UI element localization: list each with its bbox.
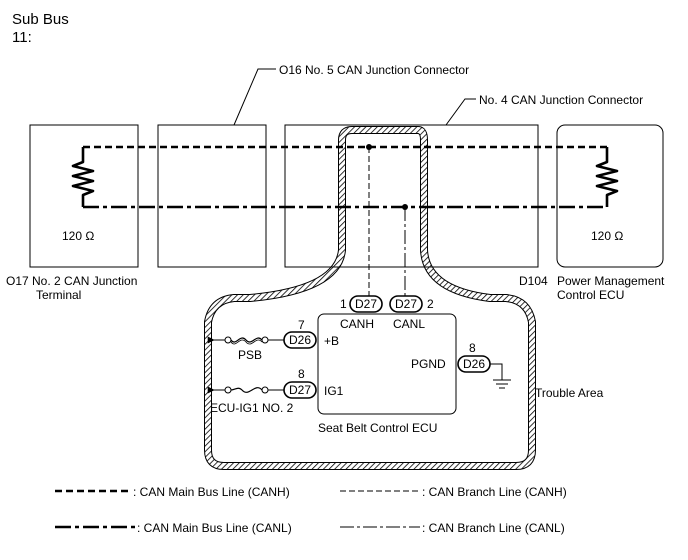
pgnd-connector-code: D26: [463, 357, 485, 371]
ecu-name: Seat Belt Control ECU: [318, 421, 437, 435]
canl-pin-label: CANL: [393, 317, 425, 331]
heading-line1: Sub Bus: [12, 11, 69, 28]
no4-connector-label: No. 4 CAN Junction Connector: [479, 93, 643, 107]
canl-connector-code: D27: [395, 297, 417, 311]
seat-belt-control-ecu-box: [317, 313, 457, 415]
pgnd-wire: [490, 363, 503, 380]
o17-label-line1: O17 No. 2 CAN Junction: [6, 274, 137, 288]
right-terminating-resistor: [595, 147, 619, 207]
d104-label-line1: Power Management: [557, 274, 665, 288]
psb-fuse-contact-left: [224, 336, 232, 344]
legend-canl-branch-label: : CAN Branch Line (CANL): [422, 521, 565, 535]
canh-pin-label: CANH: [340, 317, 374, 331]
ig1-fuse-contact-right: [261, 386, 269, 394]
ground-icon: [493, 379, 511, 389]
o16-leader-line: [233, 68, 276, 126]
heading-line2: 11:: [12, 29, 32, 46]
ecu-ig1-fuse-label: ECU-IG1 NO. 2: [210, 401, 294, 415]
b-pin-label: +B: [324, 334, 339, 348]
legend-canh-main-label: : CAN Main Bus Line (CANH): [133, 485, 290, 499]
no4-leader-line: [445, 98, 476, 126]
canl-connector-badge: [389, 295, 423, 313]
ig1-pin-label: IG1: [324, 384, 344, 398]
psb-fuse-icon: [230, 337, 263, 343]
d104-label-line2: Control ECU: [557, 288, 624, 302]
d104-ecu-box: [556, 124, 664, 268]
legend-canl-main-label: : CAN Main Bus Line (CANL): [137, 521, 292, 535]
o16-connector-label: O16 No. 5 CAN Junction Connector: [279, 63, 469, 77]
d104-code: D104: [519, 274, 548, 288]
right-resistance-label: 120 Ω: [591, 229, 623, 243]
o17-label-line2: Terminal: [36, 288, 81, 302]
left-terminating-resistor: [71, 147, 95, 207]
ig1-fuse-contact-left: [224, 386, 232, 394]
trouble-area-label: Trouble Area: [535, 386, 604, 400]
left-resistance-label: 120 Ω: [62, 229, 94, 243]
legend-canh-branch-label: : CAN Branch Line (CANH): [422, 485, 567, 499]
b-connector-code: D26: [289, 333, 311, 347]
pgnd-pin-label: PGND: [411, 357, 446, 371]
ig1-pin-number: 8: [298, 367, 305, 381]
canl-pin-number: 2: [427, 297, 434, 311]
no4-junction-connector-box: [284, 124, 539, 268]
psb-fuse-label: PSB: [238, 348, 262, 362]
b-pin-number: 7: [298, 318, 305, 332]
pgnd-pin-number: 8: [469, 341, 476, 355]
canh-pin-number: 1: [340, 297, 347, 311]
o16-junction-connector-box: [157, 124, 267, 268]
canh-connector-badge: [349, 295, 383, 313]
ig1-connector-code: D27: [289, 383, 311, 397]
ig1-fuse-icon: [230, 387, 263, 393]
o17-junction-terminal-box: [29, 124, 139, 268]
psb-fuse-contact-right: [261, 336, 269, 344]
canh-connector-code: D27: [355, 297, 377, 311]
